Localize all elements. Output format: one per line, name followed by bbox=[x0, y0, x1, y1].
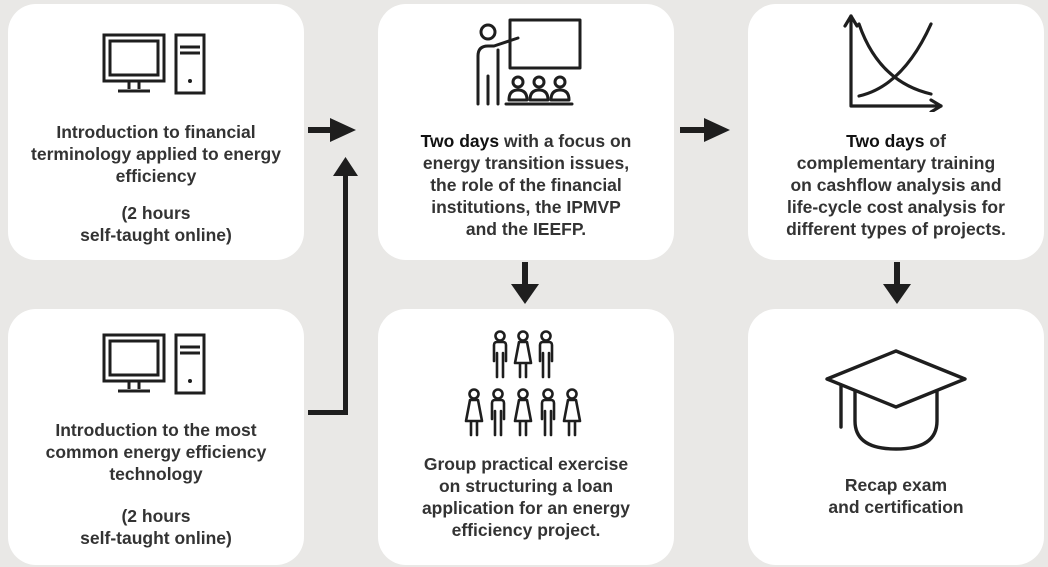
group-of-people-icon bbox=[464, 330, 582, 437]
group-exercise-line-1: Group practical exercise bbox=[423, 454, 629, 474]
cashflow-line-5: different types of projects. bbox=[786, 219, 1006, 239]
presenter-audience-icon bbox=[476, 18, 582, 106]
group-exercise-line-2: on structuring a loan bbox=[438, 476, 614, 496]
two-days-focus-line-2: energy transition issues, bbox=[422, 153, 630, 173]
cashflow-line-3: on cashflow analysis and bbox=[790, 175, 1002, 195]
card-group-exercise: Group practical exercise on structuring … bbox=[378, 309, 674, 565]
two-days-focus-line-5: and the IEEFP. bbox=[465, 219, 587, 239]
cashflow-line-1: of bbox=[924, 131, 946, 151]
desktop-computer-icon bbox=[102, 333, 206, 395]
two-days-emphasis: Two days bbox=[420, 131, 500, 151]
intro-tech-line-2: common energy efficiency bbox=[45, 442, 267, 462]
intro-tech-line-3: technology bbox=[109, 464, 203, 484]
recap-line-1: Recap exam bbox=[844, 475, 948, 495]
card-recap-certification: Recap exam and certification bbox=[748, 309, 1044, 565]
two-days-focus-line-3: the role of the financial bbox=[430, 175, 622, 195]
two-days-focus-line-4: institutions, the IPMVP bbox=[431, 197, 621, 217]
intro-finance-line-2: terminology applied to energy bbox=[31, 144, 281, 164]
cashflow-line-4: life-cycle cost analysis for bbox=[787, 197, 1005, 217]
cost-curve-chart-icon bbox=[843, 14, 943, 112]
desktop-computer-icon bbox=[102, 33, 206, 95]
intro-tech-mode: self-taught online) bbox=[80, 528, 232, 548]
cashflow-line-2: complementary training bbox=[796, 153, 996, 173]
arrow-intro-to-two-days bbox=[308, 118, 356, 142]
card-intro-financial-terminology: Introduction to financial terminology ap… bbox=[8, 4, 304, 260]
arrow-two-days-to-group bbox=[511, 262, 539, 304]
arrow-tech-to-two-days bbox=[308, 157, 358, 415]
group-exercise-line-4: efficiency project. bbox=[451, 520, 601, 540]
card-intro-energy-technology: Introduction to the most common energy e… bbox=[8, 309, 304, 565]
card-two-days-cashflow: Two days of complementary training on ca… bbox=[748, 4, 1044, 260]
arrow-two-days-to-cashflow bbox=[680, 118, 730, 142]
intro-finance-duration: (2 hours bbox=[121, 203, 191, 223]
intro-tech-line-1: Introduction to the most bbox=[55, 420, 257, 440]
group-exercise-line-3: application for an energy bbox=[421, 498, 631, 518]
recap-line-2: and certification bbox=[828, 497, 964, 517]
intro-finance-mode: self-taught online) bbox=[80, 225, 232, 245]
intro-finance-line-3: efficiency bbox=[115, 166, 197, 186]
graduation-cap-icon bbox=[825, 349, 967, 451]
cashflow-emphasis: Two days bbox=[846, 131, 925, 151]
intro-finance-line-1: Introduction to financial bbox=[56, 122, 256, 142]
arrow-cashflow-to-recap bbox=[883, 262, 911, 304]
card-two-days-energy-transition: Two days with a focus on energy transiti… bbox=[378, 4, 674, 260]
intro-tech-duration: (2 hours bbox=[121, 506, 191, 526]
two-days-focus-line-1: with a focus on bbox=[499, 131, 632, 151]
